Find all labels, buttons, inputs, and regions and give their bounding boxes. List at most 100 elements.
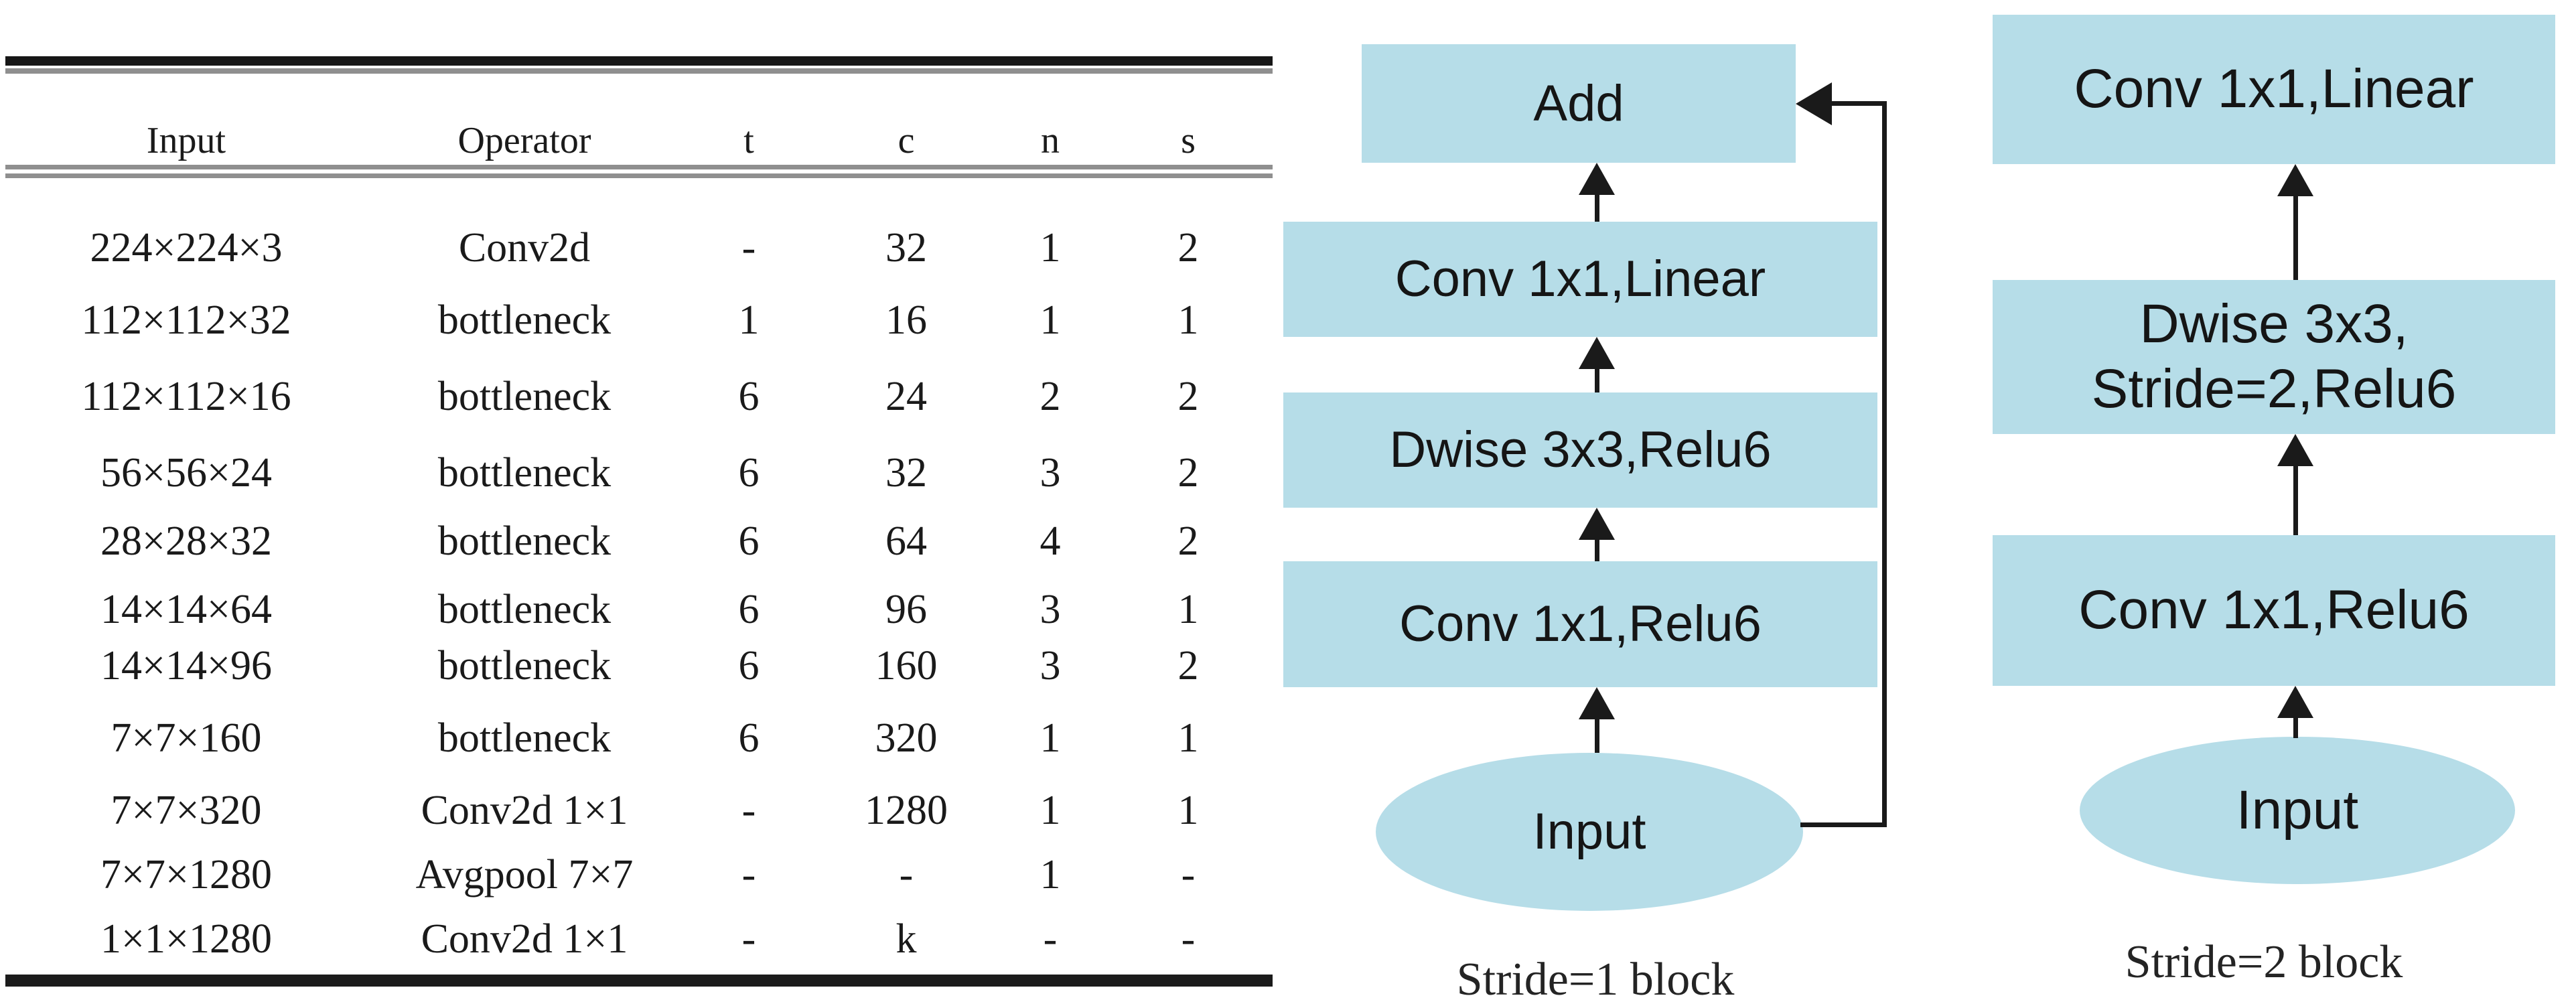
cell-input: 14×14×64 bbox=[100, 587, 272, 632]
table-header-input: Input bbox=[146, 120, 226, 161]
cell-operator: Avgpool 7×7 bbox=[415, 852, 634, 897]
cell-operator: Conv2d bbox=[458, 225, 591, 271]
add-box: Add bbox=[1362, 44, 1796, 163]
cell-input: 14×14×96 bbox=[100, 643, 272, 689]
table-top-rule bbox=[5, 56, 1273, 74]
cell-s: 2 bbox=[1177, 225, 1199, 271]
cell-c: 32 bbox=[885, 450, 927, 496]
skip-connection-top-segment bbox=[1827, 101, 1887, 106]
cell-operator: Conv2d 1×1 bbox=[421, 788, 628, 833]
cell-s: 1 bbox=[1177, 587, 1199, 632]
cell-input: 7×7×320 bbox=[111, 788, 262, 833]
skip-connection-bottom-segment bbox=[1800, 822, 1887, 827]
cell-c: 160 bbox=[875, 643, 938, 689]
table-bottom-rule bbox=[5, 975, 1273, 987]
cell-n: 3 bbox=[1040, 643, 1061, 689]
cell-s: 1 bbox=[1177, 297, 1199, 343]
arrow-shaft bbox=[1595, 715, 1599, 753]
table-row: 14×14×96 bottleneck 6 160 3 2 bbox=[5, 632, 1273, 699]
table-header-n: n bbox=[1041, 120, 1060, 161]
input-ellipse: Input bbox=[2080, 737, 2515, 884]
cell-t: - bbox=[741, 916, 756, 962]
cell-c: 1280 bbox=[865, 788, 948, 833]
table-header-operator: Operator bbox=[457, 120, 591, 161]
table-row: 224×224×3 Conv2d - 32 1 2 bbox=[5, 214, 1273, 281]
cell-t: 6 bbox=[738, 587, 760, 632]
cell-operator: bottleneck bbox=[437, 297, 612, 343]
table-row: 14×14×64 bottleneck 6 96 3 1 bbox=[5, 576, 1273, 643]
skip-connection-vertical-segment bbox=[1882, 101, 1887, 827]
arrow-up-icon bbox=[1579, 687, 1615, 719]
arrow-shaft bbox=[2293, 714, 2298, 738]
cell-n: 3 bbox=[1040, 450, 1061, 496]
cell-c: 64 bbox=[885, 518, 927, 564]
input-ellipse: Input bbox=[1376, 753, 1803, 911]
cell-t: - bbox=[741, 225, 756, 271]
cell-input: 112×112×16 bbox=[81, 374, 291, 419]
arrow-up-icon bbox=[1579, 508, 1615, 540]
cell-n: 4 bbox=[1040, 518, 1061, 564]
cell-c: k bbox=[896, 916, 917, 962]
arrow-shaft bbox=[1595, 536, 1599, 561]
cell-operator: bottleneck bbox=[437, 450, 612, 496]
conv1x1-relu6-box: Conv 1x1,Relu6 bbox=[1283, 561, 1877, 687]
cell-c: 16 bbox=[885, 297, 927, 343]
cell-input: 28×28×32 bbox=[100, 518, 272, 564]
cell-c: 320 bbox=[875, 715, 938, 761]
cell-t: 6 bbox=[738, 450, 760, 496]
arrow-left-icon bbox=[1796, 82, 1832, 125]
arrow-up-icon bbox=[1579, 163, 1615, 195]
cell-n: 1 bbox=[1040, 225, 1061, 271]
conv1x1-linear-box: Conv 1x1,Linear bbox=[1283, 222, 1877, 337]
cell-s: 2 bbox=[1177, 518, 1199, 564]
cell-operator: bottleneck bbox=[437, 643, 612, 689]
cell-t: 6 bbox=[738, 715, 760, 761]
cell-n: 1 bbox=[1040, 715, 1061, 761]
cell-n: - bbox=[1043, 916, 1058, 962]
cell-t: 1 bbox=[738, 297, 760, 343]
cell-c: 24 bbox=[885, 374, 927, 419]
cell-n: 2 bbox=[1040, 374, 1061, 419]
dwise-line1: Dwise 3x3, bbox=[2139, 293, 2409, 355]
dwise-line2: Stride=2,Relu6 bbox=[2091, 358, 2457, 419]
table-header-s: s bbox=[1181, 120, 1196, 161]
cell-input: 112×112×32 bbox=[81, 297, 291, 343]
table-row: 1×1×1280 Conv2d 1×1 - k - - bbox=[5, 906, 1273, 973]
cell-s: 2 bbox=[1177, 450, 1199, 496]
table-header-c: c bbox=[898, 120, 915, 161]
table-row: 7×7×1280 Avgpool 7×7 - - 1 - bbox=[5, 841, 1273, 908]
arrow-up-icon bbox=[2277, 164, 2313, 196]
stride1-caption: Stride=1 block bbox=[1456, 954, 1735, 1005]
cell-s: 2 bbox=[1177, 643, 1199, 689]
cell-input: 1×1×1280 bbox=[100, 916, 272, 962]
cell-s: - bbox=[1181, 916, 1196, 962]
arrow-up-icon bbox=[2277, 686, 2313, 718]
cell-operator: bottleneck bbox=[437, 715, 612, 761]
cell-input: 56×56×24 bbox=[100, 450, 272, 496]
cell-t: 6 bbox=[738, 374, 760, 419]
dwise3x3-stride2-relu6-box: Dwise 3x3, Stride=2,Relu6 bbox=[1993, 280, 2555, 434]
arrow-shaft bbox=[1595, 365, 1599, 392]
cell-t: 6 bbox=[738, 518, 760, 564]
cell-s: 1 bbox=[1177, 788, 1199, 833]
cell-operator: bottleneck bbox=[437, 587, 612, 632]
cell-t: - bbox=[741, 788, 756, 833]
cell-operator: bottleneck bbox=[437, 518, 612, 564]
cell-n: 1 bbox=[1040, 788, 1061, 833]
cell-s: 1 bbox=[1177, 715, 1199, 761]
cell-n: 3 bbox=[1040, 587, 1061, 632]
arrow-shaft bbox=[2293, 192, 2298, 280]
conv1x1-relu6-box: Conv 1x1,Relu6 bbox=[1993, 535, 2555, 686]
arrow-shaft bbox=[1595, 191, 1599, 222]
stride2-caption: Stride=2 block bbox=[2125, 936, 2403, 988]
table-row: 112×112×16 bottleneck 6 24 2 2 bbox=[5, 363, 1273, 430]
arrow-up-icon bbox=[1579, 337, 1615, 369]
dwise3x3-relu6-box: Dwise 3x3,Relu6 bbox=[1283, 392, 1877, 508]
cell-operator: bottleneck bbox=[437, 374, 612, 419]
cell-c: 32 bbox=[885, 225, 927, 271]
table-row: 7×7×320 Conv2d 1×1 - 1280 1 1 bbox=[5, 777, 1273, 844]
table-row: 56×56×24 bottleneck 6 32 3 2 bbox=[5, 439, 1273, 506]
cell-n: 1 bbox=[1040, 297, 1061, 343]
table-header-rule bbox=[5, 165, 1273, 178]
